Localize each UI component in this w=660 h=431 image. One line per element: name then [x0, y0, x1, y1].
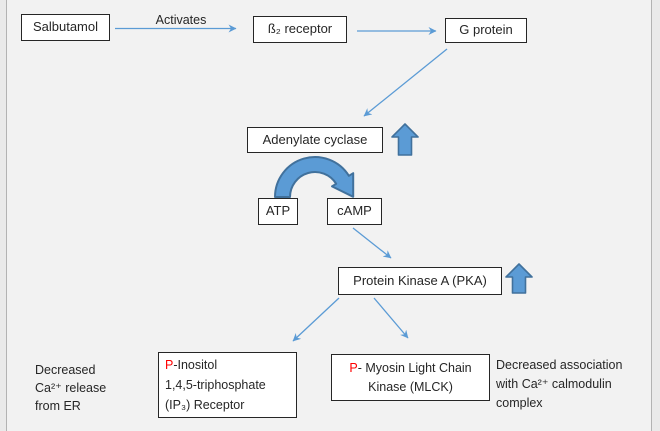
phospho-p-ip3: P	[165, 358, 174, 372]
arrow-pka-to-ip3	[292, 297, 340, 342]
note-right-line2: with Ca²⁺ calmodulin	[496, 377, 612, 391]
note-left-line1: Decreased	[35, 363, 96, 377]
node-mlck: P- Myosin Light Chain Kinase (MLCK)	[331, 354, 490, 401]
node-pka: Protein Kinase A (PKA)	[338, 267, 502, 295]
page-edge-line-right	[651, 0, 652, 431]
note-decreased-ca-release: Decreased Ca²⁺ release from ER	[35, 361, 106, 415]
note-right-line3: complex	[496, 396, 543, 410]
node-b2-receptor: ß₂ receptor	[253, 16, 347, 43]
note-decreased-association: Decreased association with Ca²⁺ calmodul…	[496, 356, 622, 413]
activates-label: Activates	[155, 13, 207, 27]
page-margin-right	[652, 0, 660, 431]
note-right-line1: Decreased association	[496, 358, 623, 372]
phospho-p-mlck: P	[349, 360, 358, 375]
node-ip3-line1-rest: -Inositol	[173, 358, 218, 372]
curved-arrow-atp-to-camp	[274, 156, 355, 198]
node-ip3-line3: (IP₃) Receptor	[165, 398, 245, 412]
node-salbutamol-label: Salbutamol	[32, 19, 99, 35]
node-g-protein-label: G protein	[459, 22, 513, 38]
arrow-pka-to-mlck	[373, 297, 409, 339]
node-ip3-line2: 1,4,5-triphosphate	[165, 378, 266, 392]
node-mlck-line1: P- Myosin Light Chain	[349, 359, 471, 378]
up-arrow-adenylate-increase	[391, 123, 419, 156]
up-arrow-pka-increase	[505, 263, 533, 294]
node-atp: ATP	[258, 198, 298, 225]
arrow-gprotein-to-adenylate	[363, 48, 448, 117]
node-pka-label: Protein Kinase A (PKA)	[353, 272, 487, 288]
node-camp-label: cAMP	[337, 203, 372, 219]
node-atp-label: ATP	[265, 203, 291, 219]
node-adenylate-cyclase: Adenylate cyclase	[247, 127, 383, 153]
node-camp: cAMP	[327, 198, 382, 225]
node-mlck-line2: Kinase (MLCK)	[368, 379, 453, 394]
node-ip3-line1: P-Inositol	[165, 355, 217, 375]
note-left-line3: from ER	[35, 399, 81, 413]
node-b2-receptor-label: ß₂ receptor	[267, 21, 333, 37]
node-adenylate-cyclase-label: Adenylate cyclase	[262, 131, 368, 147]
node-ip3-receptor: P-Inositol 1,4,5-triphosphate (IP₃) Rece…	[158, 352, 297, 418]
page-margin-left	[0, 0, 6, 431]
node-mlck-line1-rest: - Myosin Light Chain	[357, 360, 472, 375]
page-edge-line-left	[6, 0, 7, 431]
note-left-line2: Ca²⁺ release	[35, 381, 107, 395]
node-salbutamol: Salbutamol	[21, 14, 110, 41]
arrow-camp-to-pka	[352, 227, 392, 259]
node-g-protein: G protein	[445, 18, 527, 43]
